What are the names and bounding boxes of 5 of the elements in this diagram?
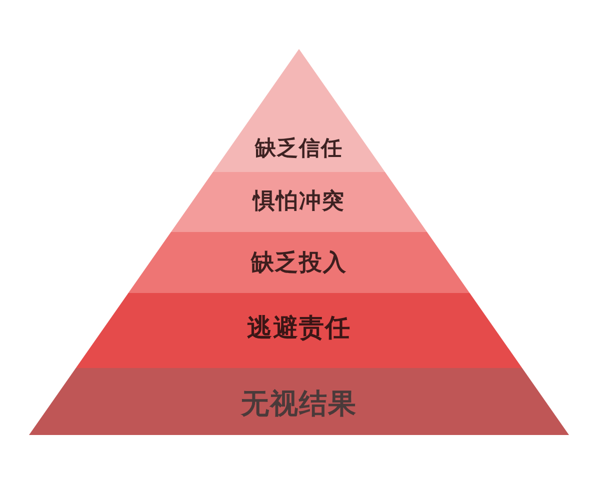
tier-label: 缺乏信任 [254,138,343,158]
tier-label: 缺乏投入 [250,252,347,274]
tier-label: 无视结果 [241,390,357,418]
tier-label: 逃避责任 [246,314,351,340]
tier-label: 惧怕冲突 [252,191,345,213]
